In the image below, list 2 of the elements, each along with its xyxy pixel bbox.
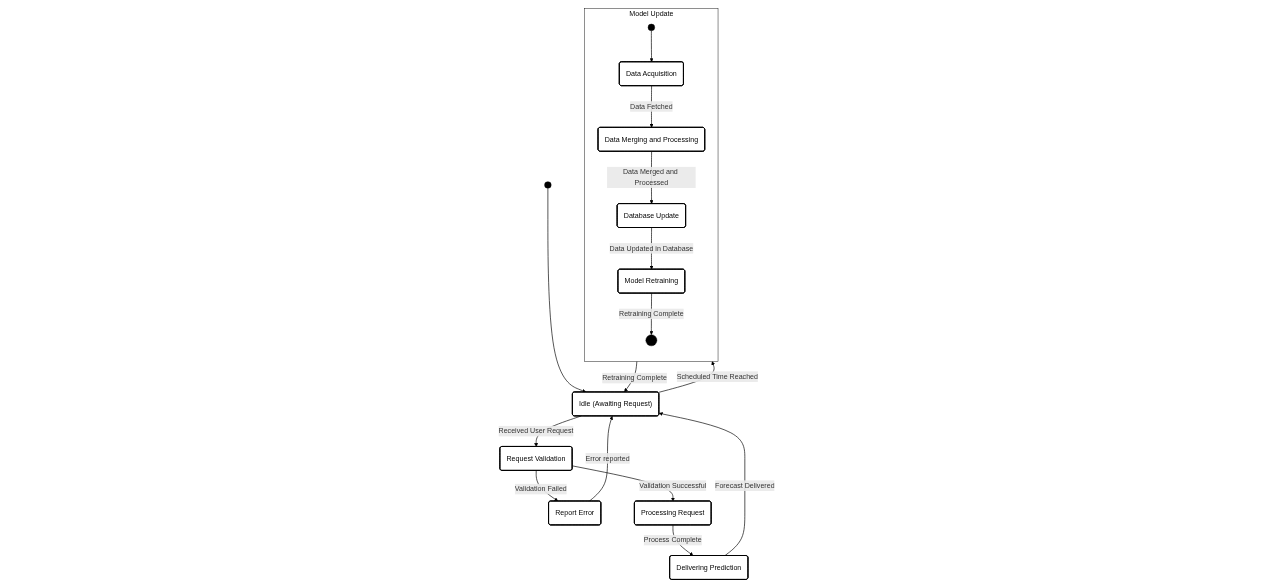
node-circle <box>544 181 552 189</box>
node-circle <box>647 23 655 31</box>
